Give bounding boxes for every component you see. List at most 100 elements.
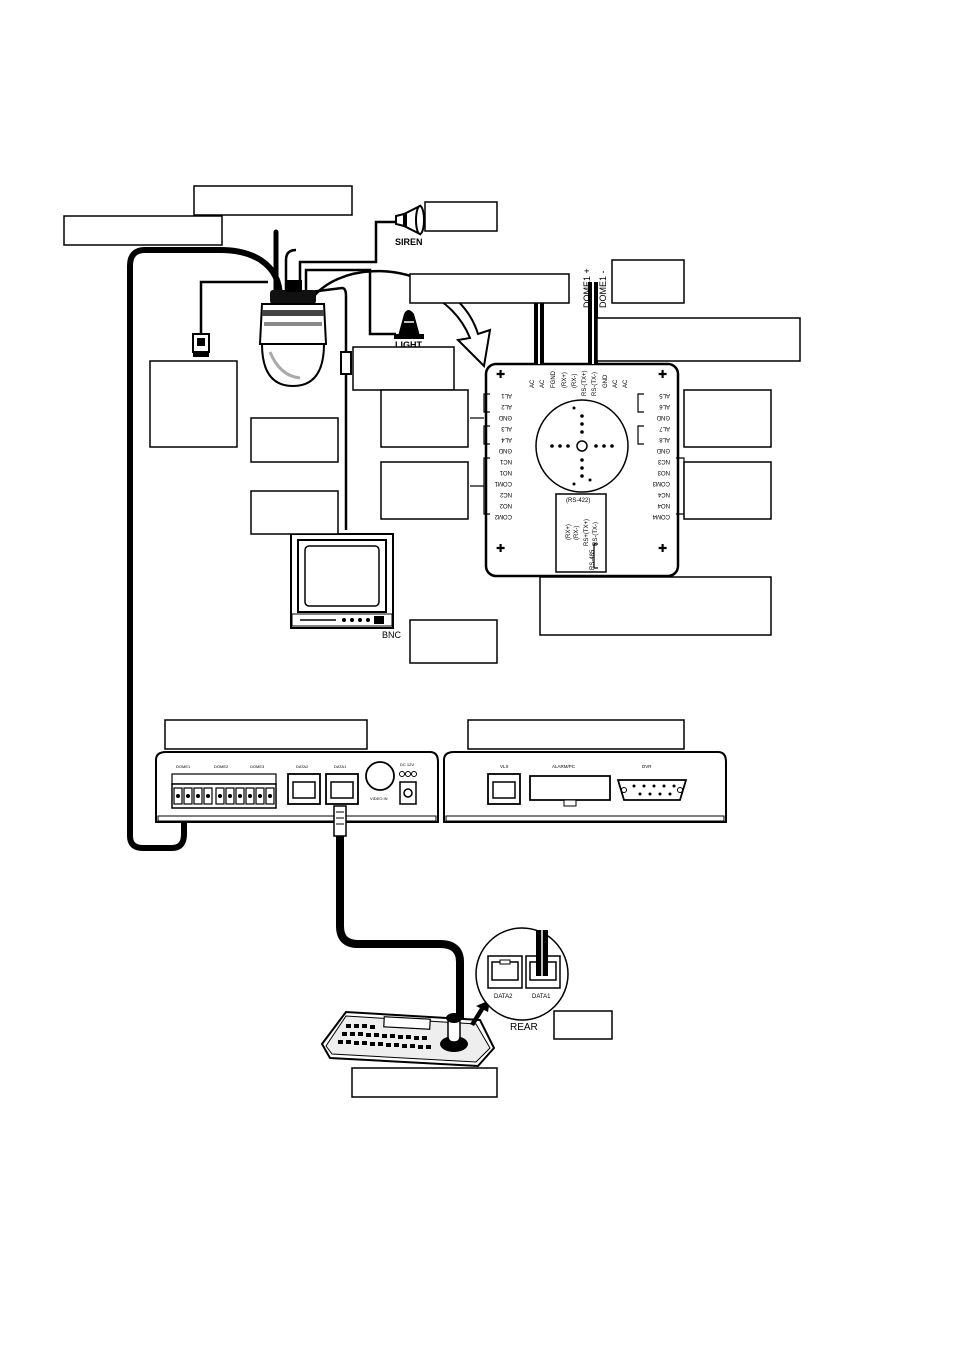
svg-text:AL3: AL3 bbox=[501, 425, 512, 431]
svg-text:RS+(TX+): RS+(TX+) bbox=[584, 519, 590, 546]
keyboard-cable-plug bbox=[333, 805, 347, 837]
board-right-pins: AL5 AL6 GND AL7 AL8 GND NC3 NO3 COM3 NC4… bbox=[652, 392, 670, 519]
callout-box bbox=[611, 259, 685, 304]
callout-box bbox=[409, 273, 570, 304]
bnc-label: BNC bbox=[382, 630, 402, 640]
dome-camera bbox=[258, 280, 328, 388]
svg-text:GND: GND bbox=[498, 447, 512, 453]
callout-box bbox=[424, 201, 498, 232]
svg-text:AC: AC bbox=[613, 379, 619, 388]
callout-box bbox=[193, 185, 353, 216]
svg-text:(RX+): (RX+) bbox=[566, 524, 572, 540]
light-icon bbox=[394, 310, 424, 339]
svg-text:DOME1: DOME1 bbox=[176, 764, 191, 769]
callout-box bbox=[164, 719, 368, 750]
board-ac-cable bbox=[534, 302, 544, 364]
svg-text:VIDEO IN: VIDEO IN bbox=[370, 796, 388, 801]
rear-callout-arrow bbox=[470, 1000, 490, 1026]
svg-text:DVR: DVR bbox=[642, 764, 652, 769]
power-adapter-wire bbox=[199, 280, 268, 336]
callout-boxes bbox=[63, 185, 801, 1098]
monitor bbox=[290, 533, 394, 629]
svg-text:AL1: AL1 bbox=[501, 392, 512, 398]
svg-text:AC: AC bbox=[623, 379, 629, 388]
rs485-label: RS-485 bbox=[590, 549, 596, 570]
callout-box bbox=[467, 719, 685, 750]
svg-text:COM2: COM2 bbox=[494, 513, 512, 519]
siren-wire bbox=[298, 220, 396, 296]
svg-text:(RX-): (RX-) bbox=[574, 526, 580, 540]
svg-text:DOME2: DOME2 bbox=[214, 764, 229, 769]
light-label: LIGHT bbox=[395, 340, 422, 350]
svg-text:FGND: FGND bbox=[551, 370, 557, 388]
svg-text:NC2: NC2 bbox=[499, 491, 512, 497]
svg-text:✚: ✚ bbox=[658, 369, 667, 381]
board-top-pins: AC AC FGND (RX+) (RX-) RS-(TX+) RS-(TX-)… bbox=[530, 370, 629, 396]
keyboard-cable bbox=[336, 810, 464, 1022]
power-adapter-icon bbox=[192, 333, 210, 357]
svg-text:AL4: AL4 bbox=[501, 436, 512, 442]
rear-label: REAR bbox=[510, 1022, 538, 1033]
keyboard-port-data2: DATA2 bbox=[494, 994, 513, 1000]
callout-box bbox=[63, 215, 223, 246]
svg-text:DATA2: DATA2 bbox=[296, 764, 309, 769]
svg-text:AL5: AL5 bbox=[659, 392, 670, 398]
callout-box bbox=[683, 461, 772, 520]
svg-text:DATA1: DATA1 bbox=[334, 764, 347, 769]
svg-text:✚: ✚ bbox=[496, 369, 505, 381]
svg-text:NO2: NO2 bbox=[499, 502, 512, 508]
rs485-bracket bbox=[593, 543, 598, 569]
svg-text:COM1: COM1 bbox=[494, 480, 512, 486]
video-cable bbox=[309, 286, 348, 530]
board-dome-cable bbox=[588, 282, 598, 364]
svg-text:NC3: NC3 bbox=[657, 458, 670, 464]
callout-box bbox=[539, 576, 772, 636]
svg-text:AC: AC bbox=[540, 379, 546, 388]
svg-text:AL7: AL7 bbox=[659, 425, 670, 431]
svg-text:COM4: COM4 bbox=[652, 513, 670, 519]
controller-rear: VLX ALARM/PC DVR bbox=[443, 751, 727, 823]
callout-box bbox=[683, 389, 772, 448]
svg-text:NC1: NC1 bbox=[499, 458, 512, 464]
svg-text:GND: GND bbox=[498, 414, 512, 420]
board-left-brackets bbox=[470, 393, 490, 515]
board-left-pins: AL1 AL2 GND AL3 AL4 GND NC1 NO1 COM1 NC2… bbox=[494, 392, 512, 519]
siren-icon bbox=[395, 204, 425, 236]
svg-text:RS-(TX-): RS-(TX-) bbox=[592, 372, 598, 396]
siren-label: SIREN bbox=[395, 237, 423, 247]
keyboard bbox=[320, 1010, 496, 1068]
svg-text:GND: GND bbox=[656, 414, 670, 420]
dome-plus-label: DOME1 + bbox=[582, 268, 592, 308]
board-center-pins: (RX+) (RX-) RS+(TX+) RS-(TX-) bbox=[566, 519, 599, 546]
svg-text:RS-(TX-): RS-(TX-) bbox=[593, 522, 599, 546]
svg-text:(RX-): (RX-) bbox=[572, 374, 578, 388]
svg-text:ALARM/PC: ALARM/PC bbox=[552, 764, 576, 769]
terminal-board: ✚ ✚ ✚ ✚ bbox=[484, 362, 680, 578]
svg-text:AL6: AL6 bbox=[659, 403, 670, 409]
svg-text:✚: ✚ bbox=[496, 543, 505, 555]
svg-text:NO1: NO1 bbox=[499, 469, 512, 475]
svg-text:GND: GND bbox=[603, 374, 609, 388]
callout-box bbox=[380, 461, 469, 520]
keyboard-port-data1: DATA1 bbox=[532, 994, 551, 1000]
callout-box bbox=[250, 417, 339, 463]
video-connector bbox=[340, 351, 352, 375]
controller-front: DOME1 DOME2 DOME3 DATA2 DATA1 VIDEO IN D… bbox=[155, 751, 439, 823]
svg-text:AL2: AL2 bbox=[501, 403, 512, 409]
callout-box bbox=[380, 389, 469, 448]
light-wire bbox=[304, 268, 396, 336]
callout-box bbox=[351, 1067, 498, 1098]
rs422-label: (RS-422) bbox=[566, 498, 590, 504]
svg-text:DOME3: DOME3 bbox=[250, 764, 265, 769]
callout-box bbox=[409, 619, 498, 664]
svg-text:RS-(TX+): RS-(TX+) bbox=[582, 370, 588, 396]
callout-box bbox=[553, 1010, 613, 1040]
svg-text:AC: AC bbox=[530, 379, 536, 388]
callout-box bbox=[596, 317, 801, 362]
svg-text:NO4: NO4 bbox=[657, 502, 670, 508]
svg-text:NC4: NC4 bbox=[657, 491, 670, 497]
dome-side-cable bbox=[284, 248, 297, 298]
callout-box bbox=[149, 360, 238, 448]
svg-text:AL8: AL8 bbox=[659, 436, 670, 442]
